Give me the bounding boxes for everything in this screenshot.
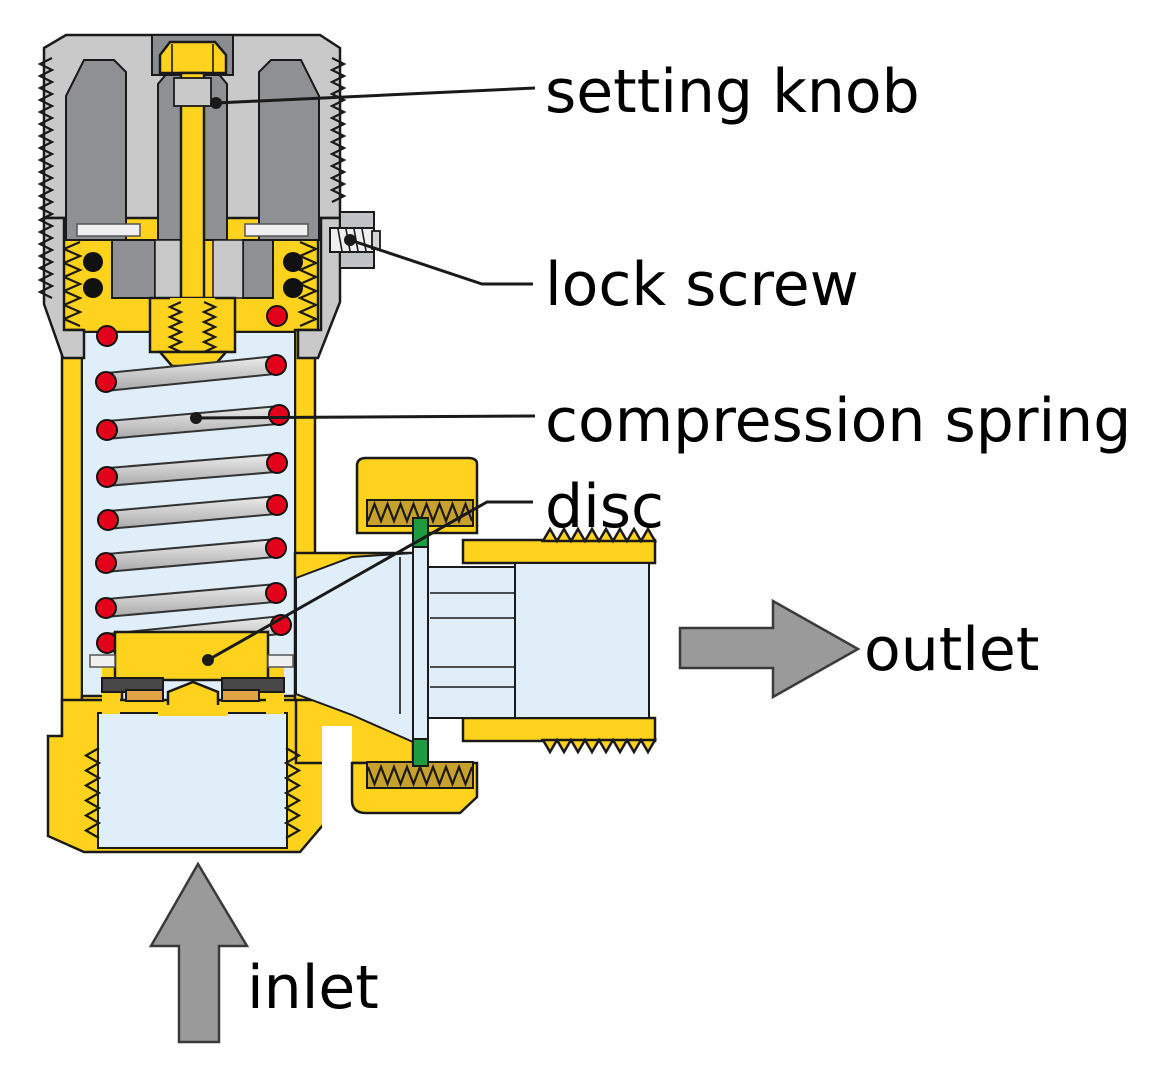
adjusting-spindle [179, 71, 206, 305]
o-rings [83, 252, 303, 298]
label-setting-knob: setting knob [545, 57, 920, 127]
label-inlet: inlet [247, 953, 379, 1023]
outlet-port [293, 456, 658, 815]
setting-knob [37, 33, 375, 360]
outlet-arrow-icon [678, 598, 861, 700]
gasket-bottom [412, 738, 429, 767]
inlet-arrow-icon [148, 861, 250, 1044]
label-compression-spring: compression spring [545, 386, 1131, 456]
label-lock-screw: lock screw [545, 250, 859, 320]
leader-lines [190, 86, 536, 666]
spring-retainer [148, 296, 237, 368]
gasket-top [412, 517, 429, 548]
label-outlet: outlet [864, 615, 1039, 685]
adjusting-bolt-head [158, 40, 228, 75]
label-disc: disc [545, 472, 664, 542]
